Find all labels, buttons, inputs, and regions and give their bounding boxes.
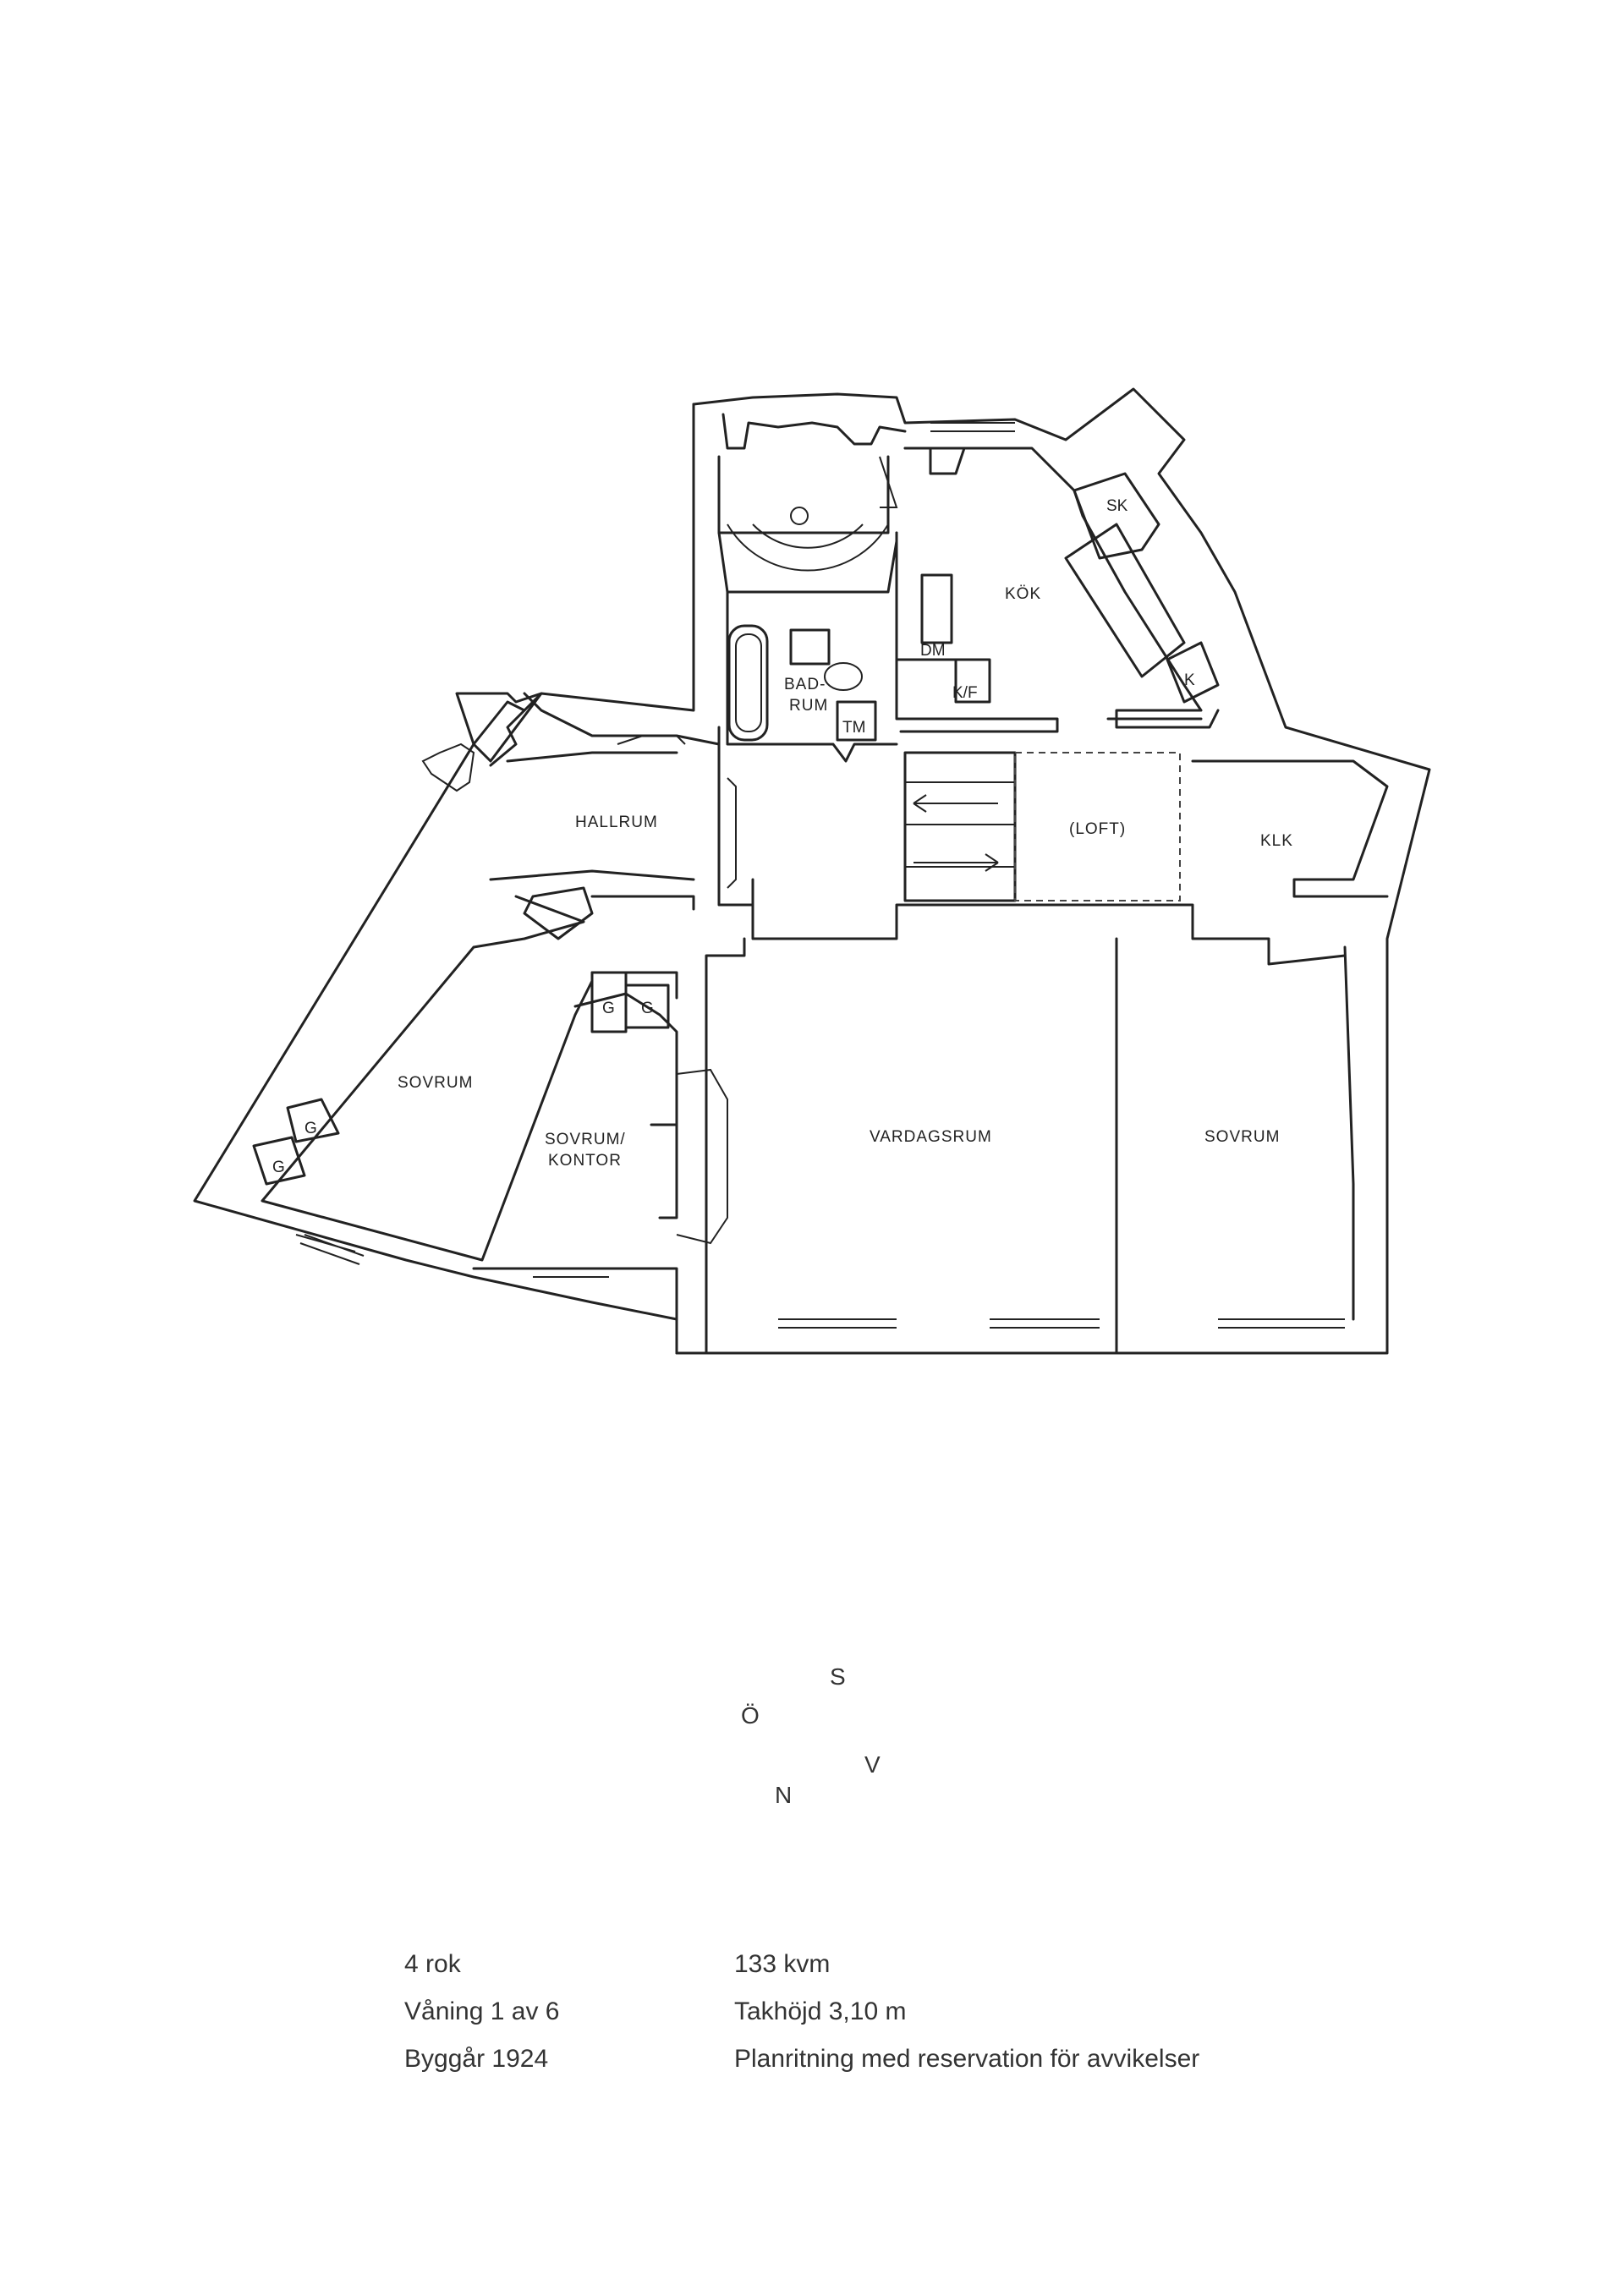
label-badrum-1: BAD- <box>784 676 826 693</box>
west-bedroom-walls <box>252 895 728 1355</box>
label-sovrum-right: SOVRUM <box>1204 1128 1280 1146</box>
compass-north: N <box>775 1782 792 1808</box>
label-sovrum-kontor-2: KONTOR <box>548 1152 622 1170</box>
label-g: G <box>272 1159 285 1176</box>
info-ceiling-height: Takhöjd 3,10 m <box>734 1997 907 2025</box>
info-left: 4 rok Våning 1 av 6 Byggår 1924 <box>404 1941 559 2083</box>
label-kf: K/F <box>952 684 978 702</box>
label-sovrum-kontor-1: SOVRUM/ <box>545 1131 626 1148</box>
label-sk: SK <box>1106 497 1128 515</box>
label-kok: KÖK <box>1005 585 1041 603</box>
windows <box>299 422 1345 1329</box>
label-klk: KLK <box>1260 832 1293 850</box>
info-area: 133 kvm <box>734 1950 831 1978</box>
info-rooms: 4 rok <box>404 1950 461 1978</box>
info-floor: Våning 1 av 6 <box>404 1997 560 2025</box>
label-dm: DM <box>920 642 946 660</box>
label-tm: TM <box>842 719 865 737</box>
label-loft: (LOFT) <box>1069 820 1126 838</box>
info-right: 133 kvm Takhöjd 3,10 m Planritning med r… <box>734 1941 1199 2083</box>
compass-east: Ö <box>741 1702 760 1729</box>
compass-west: V <box>864 1751 881 1778</box>
compass-south: S <box>830 1663 846 1690</box>
info-disclaimer: Planritning med reservation för avvikels… <box>734 2045 1200 2073</box>
entrance-arrow <box>421 743 475 792</box>
exterior-walls <box>193 387 1431 1355</box>
info-built-year: Byggår 1924 <box>404 2045 549 2073</box>
label-g: G <box>641 1000 654 1017</box>
label-sovrum-left: SOVRUM <box>398 1074 473 1092</box>
label-g: G <box>602 1000 615 1017</box>
label-badrum-2: RUM <box>789 697 828 715</box>
label-k: K <box>1184 671 1195 689</box>
label-vardagsrum: VARDAGSRUM <box>870 1128 992 1146</box>
label-g: G <box>304 1120 317 1137</box>
hall-walls <box>489 692 1355 1355</box>
kitchen-bath-walls <box>717 447 1220 890</box>
stair-loft <box>903 751 1389 902</box>
floor-plan: SK KÖK DM K/F K BAD- RUM TM HALLRUM (LOF… <box>193 387 1431 1355</box>
label-hallrum: HALLRUM <box>575 814 658 831</box>
